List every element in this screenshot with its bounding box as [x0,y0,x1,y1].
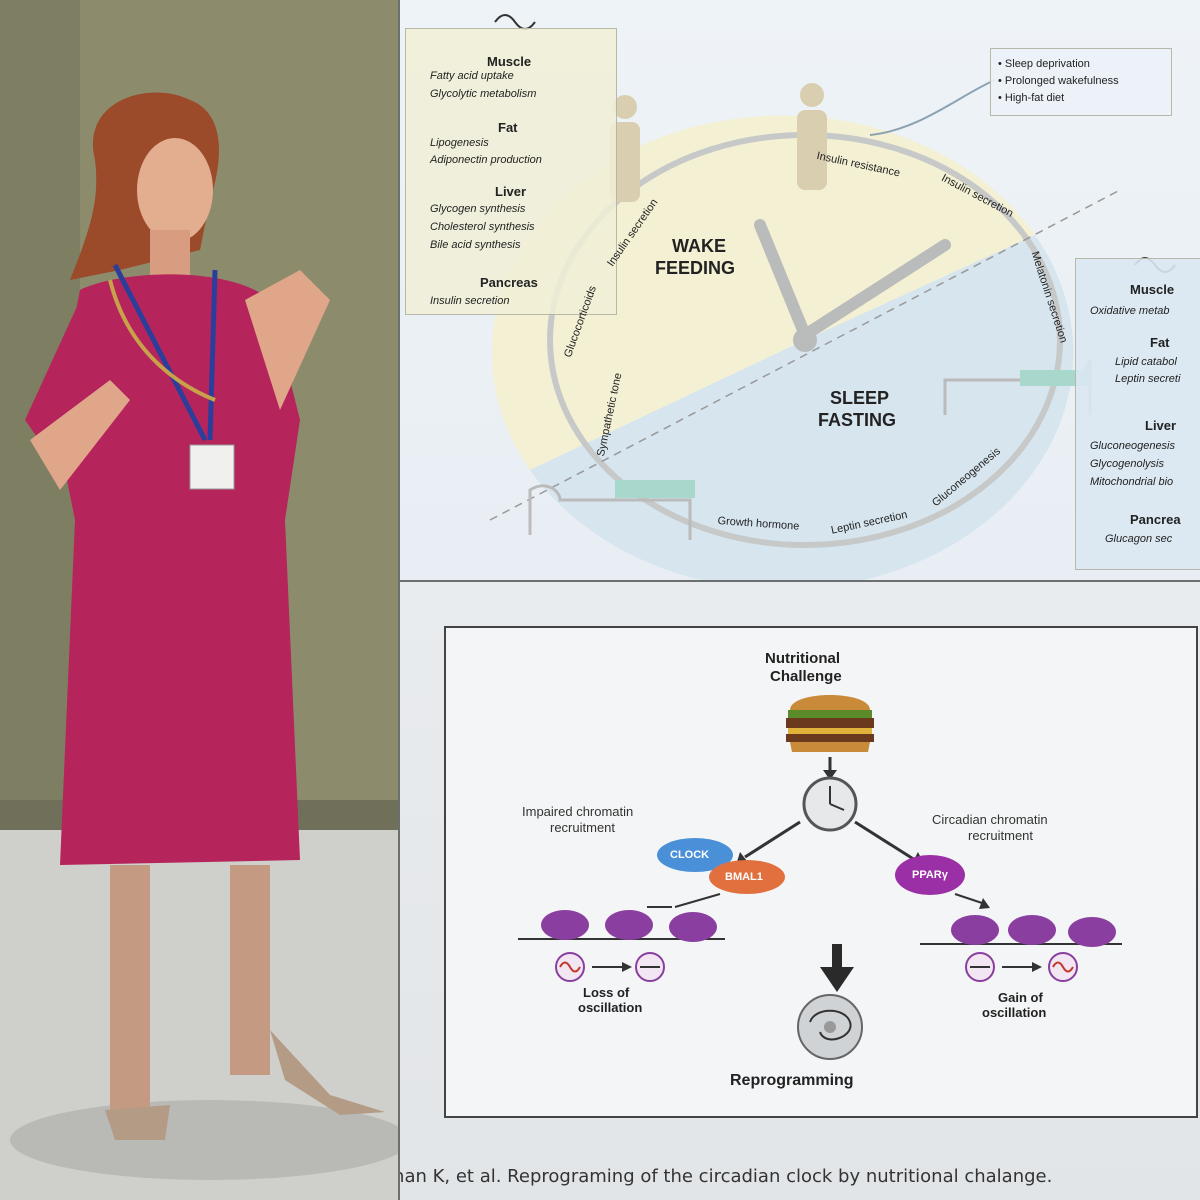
muscle-item-1: Fatty acid uptake [430,70,514,82]
right-liver-item-1: Gluconeogenesis [1090,440,1176,452]
circadian-diagram-graphic [489,14,1176,580]
reprogramming-arrow [820,967,854,992]
dashed-divider [489,189,1121,521]
right-liver-item-2: Glycogenolysis [1090,458,1164,470]
citation: ahan K, et al. Reprograming of the circa… [400,1166,1053,1187]
liver-title-left: Liver [495,184,527,199]
loss-label-1: Loss of [583,985,630,1000]
fat-item-2: Adiponectin production [430,154,542,166]
speaker-photo [0,0,398,1200]
wake-label: WAKE [672,236,726,256]
nucleosome-left-3 [669,912,717,942]
speaker-illustration [0,0,398,1200]
circadian-caption-1: Circadian chromatin [932,812,1048,827]
bmal1-protein [709,860,785,894]
night-organ-box [1075,258,1200,570]
pancreas-item-1: Insulin secretion [430,295,510,307]
bmal1-label: BMAL1 [725,871,763,883]
liver-item-2: Cholesterol synthesis [430,221,535,233]
reprogramming-label: Reprogramming [730,1072,854,1089]
impaired-caption-1: Impaired chromatin [522,804,634,819]
risk-arrow [869,79,996,136]
nutritional-challenge-slide: Nutritional Challenge Impaired chromatin… [400,582,1200,1200]
circadian-diagram-slide: Muscle Fatty acid uptake Glycolytic meta… [400,0,1200,580]
nucleosome-left-2 [605,910,653,940]
person-figure-1 [610,95,640,202]
nutritional-diagram-graphic [444,626,1198,1118]
muscle-item-2: Glycolytic metabolism [430,88,537,100]
risk-item-2: • Prolonged wakefulness [998,75,1119,87]
liver-item-3: Bile acid synthesis [430,239,521,251]
nucleosome-right-3 [1068,917,1116,947]
ppar-protein [895,855,965,895]
feeding-label: FEEDING [655,258,736,278]
risk-item-1: • Sleep deprivation [998,58,1090,70]
pancreas-title-left: Pancreas [480,275,538,290]
gain-label-2: oscillation [982,1005,1047,1020]
day-organ-box [405,28,617,315]
reprogramming-swirl-icon [797,994,863,1060]
wave-icon-left [494,14,536,30]
clock-center [793,328,817,352]
sleep-label: SLEEP [830,388,890,408]
impaired-caption-2: recruitment [550,820,616,835]
minute-hand [799,239,951,341]
fat-title-left: Fat [498,120,518,135]
right-fat-item-2: Leptin secreti [1115,373,1181,385]
gain-label-1: Gain of [998,990,1043,1005]
fasting-label: FASTING [818,410,897,430]
clock-label: CLOCK [670,849,710,861]
loss-label-2: oscillation [578,1000,643,1015]
right-fat-item-1: Lipid catabol [1115,356,1177,368]
right-muscle-item-1: Oxidative metab [1090,305,1170,317]
right-liver-item-3: Mitochondrial bio [1090,476,1174,488]
ppar-label: PPARγ [912,869,948,881]
fat-item-1: Lipogenesis [430,137,489,149]
pancreas-title-right: Pancrea [1130,512,1181,527]
day-sector [491,115,1035,470]
liver-title-right: Liver [1145,418,1177,433]
nucleosome-right-2 [1008,915,1056,945]
risk-item-3: • High-fat diet [998,92,1065,104]
liver-item-1: Glycogen synthesis [430,203,526,215]
nutritional-title-line-1: Nutritional [765,650,840,667]
photo-divider [398,0,400,1200]
bed-bottom [528,480,695,540]
fat-title-right: Fat [1150,335,1170,350]
nucleosome-left-1 [541,910,589,940]
right-pancreas-item-1: Glucagon sec [1105,533,1173,545]
clock-icon [802,776,858,832]
risk-factors-box [990,48,1172,116]
muscle-title-left: Muscle [487,54,532,69]
slide-divider [400,580,1200,582]
nucleosome-right-1 [951,915,999,945]
person-figure-2 [797,83,827,190]
clock-protein [657,838,733,872]
hour-hand [754,219,811,341]
circadian-caption-2: recruitment [968,828,1034,843]
nutritional-title-line-2: Challenge [770,668,842,685]
muscle-title-right: Muscle [1130,282,1175,297]
burger-icon [786,695,874,752]
